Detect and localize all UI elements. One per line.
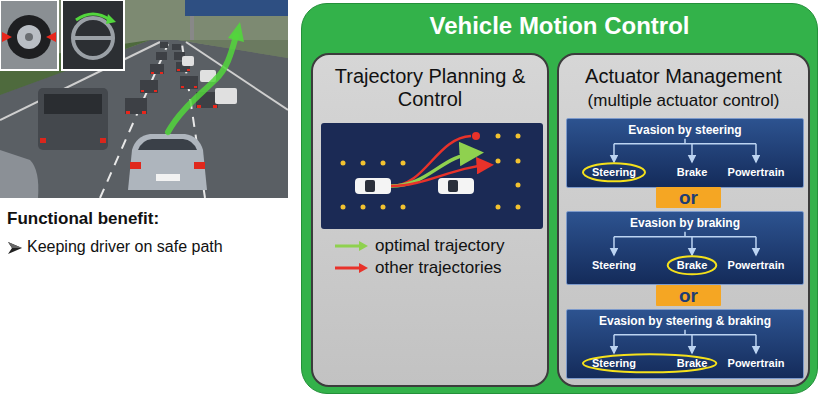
node-heading: Trajectory Planning & Control	[321, 65, 539, 111]
selection-ring	[668, 256, 717, 274]
bullet-arrow	[7, 240, 23, 256]
trajectory-illustration	[321, 123, 543, 229]
legend: optimal trajectoryother trajectories	[333, 235, 504, 279]
legend-text: optimal trajectory	[375, 236, 504, 256]
bracket	[614, 330, 756, 353]
legend-arrow	[333, 261, 369, 275]
or-label: or	[664, 285, 713, 306]
strategy-panel: Evasion by steeringSteering Brake Powertra…	[566, 118, 804, 188]
benefit-heading: Functional benefit:	[7, 209, 159, 229]
benefit-text: Keeping driver on safe path	[27, 238, 223, 256]
node-heading: Vehicle Motion Control	[310, 12, 809, 40]
legend-text: other trajectories	[375, 258, 502, 278]
actuator-name: Brake	[677, 166, 708, 179]
bracket	[614, 139, 756, 162]
highway-photo	[0, 0, 288, 198]
node-heading: Evasion by braking	[575, 217, 795, 231]
legend-row: other trajectories	[333, 257, 504, 279]
actuator-name: Brake	[677, 259, 708, 272]
actuator-name: Steering	[592, 259, 636, 272]
or-box: or	[656, 285, 721, 306]
node-heading: Evasion by steering	[575, 124, 795, 138]
actuator-name: Powertrain	[728, 166, 785, 179]
selection-ring	[583, 163, 645, 181]
node-heading: Actuator Management	[567, 65, 800, 88]
bracket	[614, 232, 756, 255]
node-heading: Evasion by steering & braking	[575, 315, 795, 329]
actuator-name: Brake	[677, 357, 708, 370]
strategy-panel: Evasion by steering & brakingSteering Bra…	[566, 309, 804, 379]
or-box: or	[656, 187, 721, 208]
actuator-name: Powertrain	[728, 357, 785, 370]
function-group: Trajectory Planning & Control optimal tra…	[311, 53, 549, 387]
function-group: Actuator Management (multiple actuator co…	[557, 53, 810, 387]
selection-ring	[583, 354, 716, 372]
strategy-panel: Evasion by brakingSteering Brake Powertrai…	[566, 211, 804, 285]
main-panel: Vehicle Motion Control Trajectory Planni…	[301, 3, 818, 394]
node-heading: (multiple actuator control)	[567, 91, 800, 111]
or-label: or	[664, 187, 713, 208]
actuator-name: Powertrain	[728, 259, 785, 272]
legend-arrow	[333, 239, 369, 253]
actuator-name: Steering	[592, 166, 636, 179]
actuator-name: Steering	[592, 357, 636, 370]
legend-row: optimal trajectory	[333, 235, 504, 257]
